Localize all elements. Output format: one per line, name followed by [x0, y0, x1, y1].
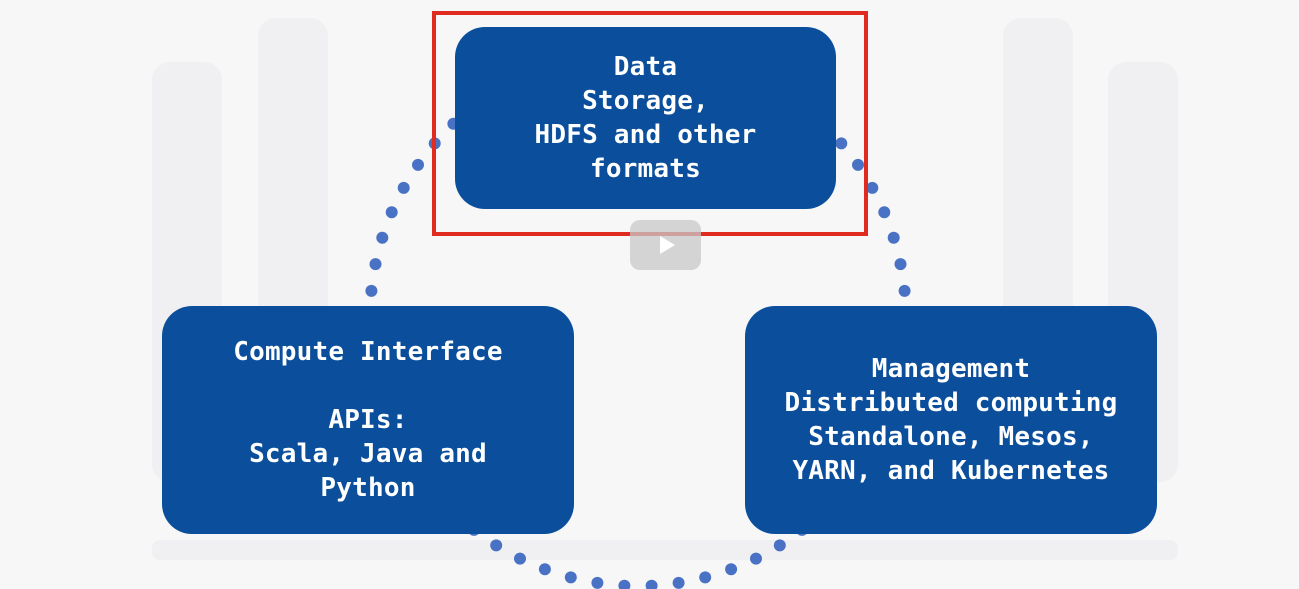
ring-dot: [835, 137, 848, 150]
ring-dot: [852, 158, 864, 171]
data-storage-line: HDFS and other: [534, 120, 757, 150]
compute-interface-title: Compute Interface: [233, 337, 503, 367]
ring-dot: [878, 206, 891, 219]
management-line: Standalone, Mesos,: [808, 422, 1094, 452]
management-line: Management: [871, 354, 1031, 384]
data-storage-line: Data: [613, 52, 678, 82]
compute-interface-line: Python: [320, 473, 416, 503]
ring-dot: [887, 231, 900, 244]
ring-dot: [538, 563, 551, 576]
ring-dot: [591, 576, 604, 589]
ring-dot: [385, 206, 398, 219]
ring-dot: [618, 579, 631, 589]
ring-dot: [725, 563, 738, 576]
ring-dot: [645, 579, 658, 589]
ring-dot: [412, 158, 424, 171]
ring-dot: [397, 181, 410, 194]
data-storage-line: Storage,: [582, 86, 709, 116]
ring-dot: [894, 258, 907, 271]
video-play-button[interactable]: [630, 220, 701, 270]
compute-interface-line: APIs:: [328, 405, 408, 435]
ring-dot: [898, 284, 911, 297]
management-line: Distributed computing: [784, 388, 1118, 418]
ring-dot: [699, 571, 712, 584]
ring-dot: [365, 284, 378, 297]
ring-dot: [376, 231, 389, 244]
highlight-frame: [432, 11, 868, 236]
play-icon: [659, 236, 675, 254]
ring-dot: [514, 552, 526, 565]
data-storage-line: formats: [590, 154, 701, 184]
ring-dot: [490, 539, 503, 552]
ring-dot: [750, 552, 762, 565]
ring-dot: [866, 181, 879, 194]
compute-interface-line: Scala, Java and: [249, 439, 487, 469]
ring-dot: [564, 571, 577, 584]
ring-dot: [773, 539, 786, 552]
ring-dot: [369, 258, 382, 271]
management-line: YARN, and Kubernetes: [792, 456, 1110, 486]
ring-dot: [672, 576, 685, 589]
ghost-shape: [152, 540, 1178, 560]
